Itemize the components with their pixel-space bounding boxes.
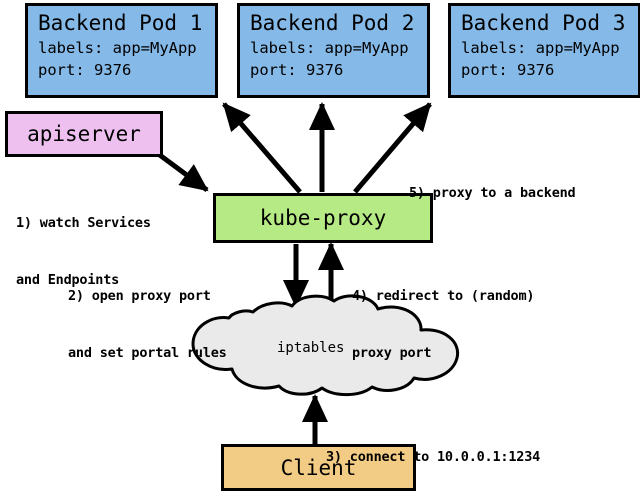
pod2-labels: labels: app=MyApp [250,39,409,57]
node-kube-proxy[interactable]: kube-proxy [213,193,433,243]
edge-label-step-2-line-1: 2) open proxy port [68,288,211,304]
edge-label-step-1-line-2: and Endpoints [16,272,120,288]
edge-label-step-2: 2) open proxy port and set portal rules [68,249,227,401]
node-client[interactable]: Client [221,444,416,491]
edge-label-step-4-line-2: proxy port [352,345,432,361]
pod3-port: port: 9376 [461,61,555,79]
edge-apiserver-to-kubeproxy [155,150,209,193]
pod2-title: Backend Pod 2 [250,11,415,35]
apiserver-label: apiserver [27,122,141,146]
edge-label-step-1-line-1: 1) watch Services [16,215,151,231]
edge-label-step-3: 3) connect to 10.0.0.1:1234 [326,410,540,494]
node-apiserver[interactable]: apiserver [5,111,163,157]
node-backend-pod-2[interactable]: Backend Pod 2 labels: app=MyApp port: 93… [237,3,430,98]
edge-label-step-5-line-1: 5) proxy to a backend [409,185,576,201]
edge-label-step-3-line-1: 3) connect to 10.0.0.1:1234 [326,449,541,465]
edge-label-step-4: 4) redirect to (random) proxy port [352,249,535,401]
iptables-label: iptables [277,340,345,356]
edge-label-step-4-line-1: 4) redirect to (random) [352,288,535,304]
edge-kubeproxy-to-pod1 [222,102,302,194]
pod1-port: port: 9376 [38,61,132,79]
pod2-port: port: 9376 [250,61,344,79]
edge-kubeproxy-to-pod3 [353,102,432,194]
edge-label-step-5: 5) proxy to a backend [409,146,576,241]
node-backend-pod-3[interactable]: Backend Pod 3 labels: app=MyApp port: 93… [448,3,640,98]
pod1-labels: labels: app=MyApp [38,39,197,57]
pod1-title: Backend Pod 1 [38,11,203,35]
kube-proxy-label: kube-proxy [259,206,387,230]
edge-label-step-1: 1) watch Services and Endpoints [16,176,151,328]
iptables-cloud [191,294,460,397]
client-label: Client [280,455,357,480]
pod3-labels: labels: app=MyApp [461,39,620,57]
pod3-title: Backend Pod 3 [461,11,626,35]
edge-label-step-2-line-2: and set portal rules [68,345,227,361]
node-backend-pod-1[interactable]: Backend Pod 1 labels: app=MyApp port: 93… [25,3,218,98]
